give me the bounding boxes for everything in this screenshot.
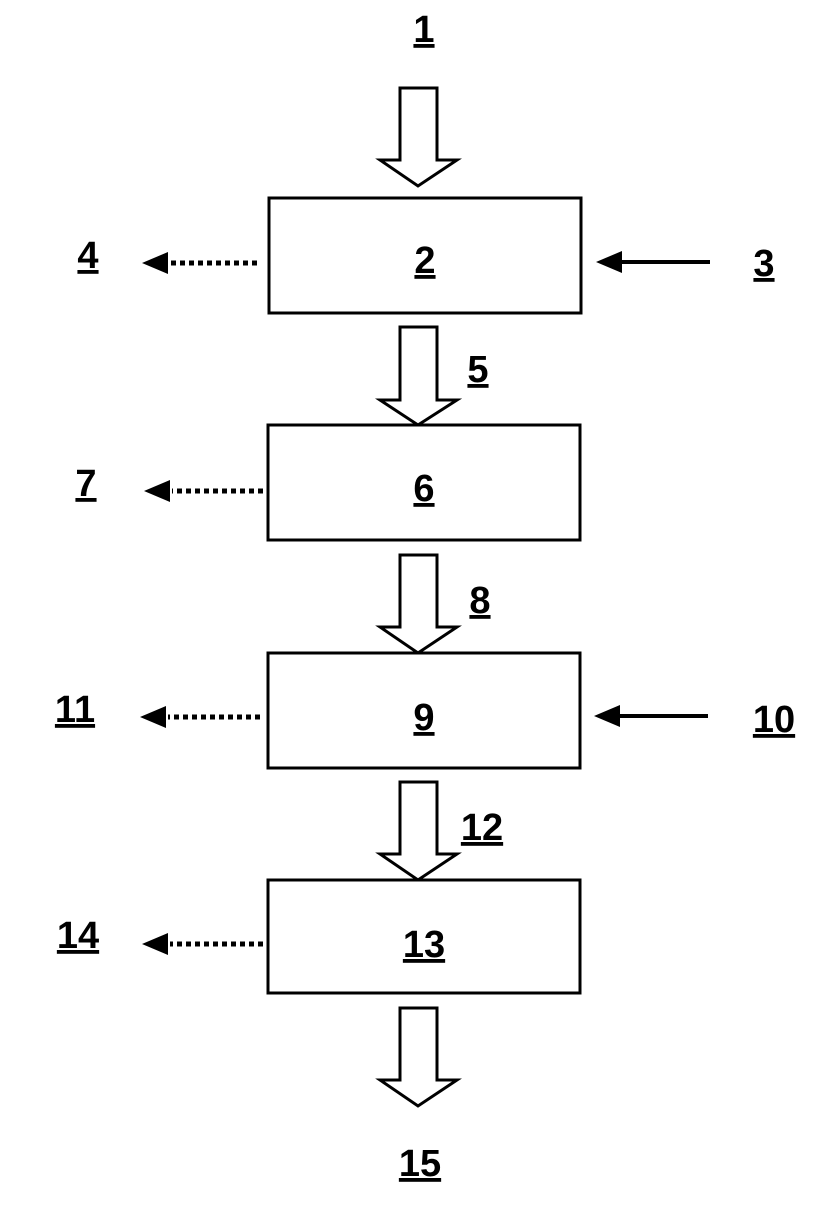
flow-arrow-13-to-15 xyxy=(375,1006,462,1108)
flow-arrow-5 xyxy=(374,325,463,427)
label-3: 3 xyxy=(753,243,774,285)
label-9: 9 xyxy=(413,697,434,739)
label-14: 14 xyxy=(57,915,99,957)
process-box-9 xyxy=(266,651,582,770)
label-12: 12 xyxy=(461,807,503,849)
arrowhead-11 xyxy=(140,706,166,728)
label-11: 11 xyxy=(55,689,95,731)
label-15: 15 xyxy=(399,1143,441,1185)
arrowhead-4 xyxy=(142,252,168,274)
label-5: 5 xyxy=(467,349,488,391)
label-6: 6 xyxy=(413,468,434,510)
arrowhead-3 xyxy=(596,251,622,273)
process-box-13 xyxy=(266,878,582,995)
label-10: 10 xyxy=(753,699,795,741)
label-13: 13 xyxy=(403,924,445,966)
label-1: 1 xyxy=(413,9,434,51)
label-8: 8 xyxy=(469,580,490,622)
arrowhead-14 xyxy=(142,933,168,955)
label-7: 7 xyxy=(75,463,96,505)
process-box-2 xyxy=(267,196,583,315)
arrowhead-7 xyxy=(144,480,170,502)
arrowhead-10 xyxy=(594,705,620,727)
label-4: 4 xyxy=(77,235,98,277)
label-2: 2 xyxy=(414,240,435,282)
process-box-6 xyxy=(266,423,582,542)
flow-arrow-1-to-2 xyxy=(375,86,462,188)
flow-arrow-12 xyxy=(375,780,462,882)
flow-arrow-8 xyxy=(375,553,462,655)
